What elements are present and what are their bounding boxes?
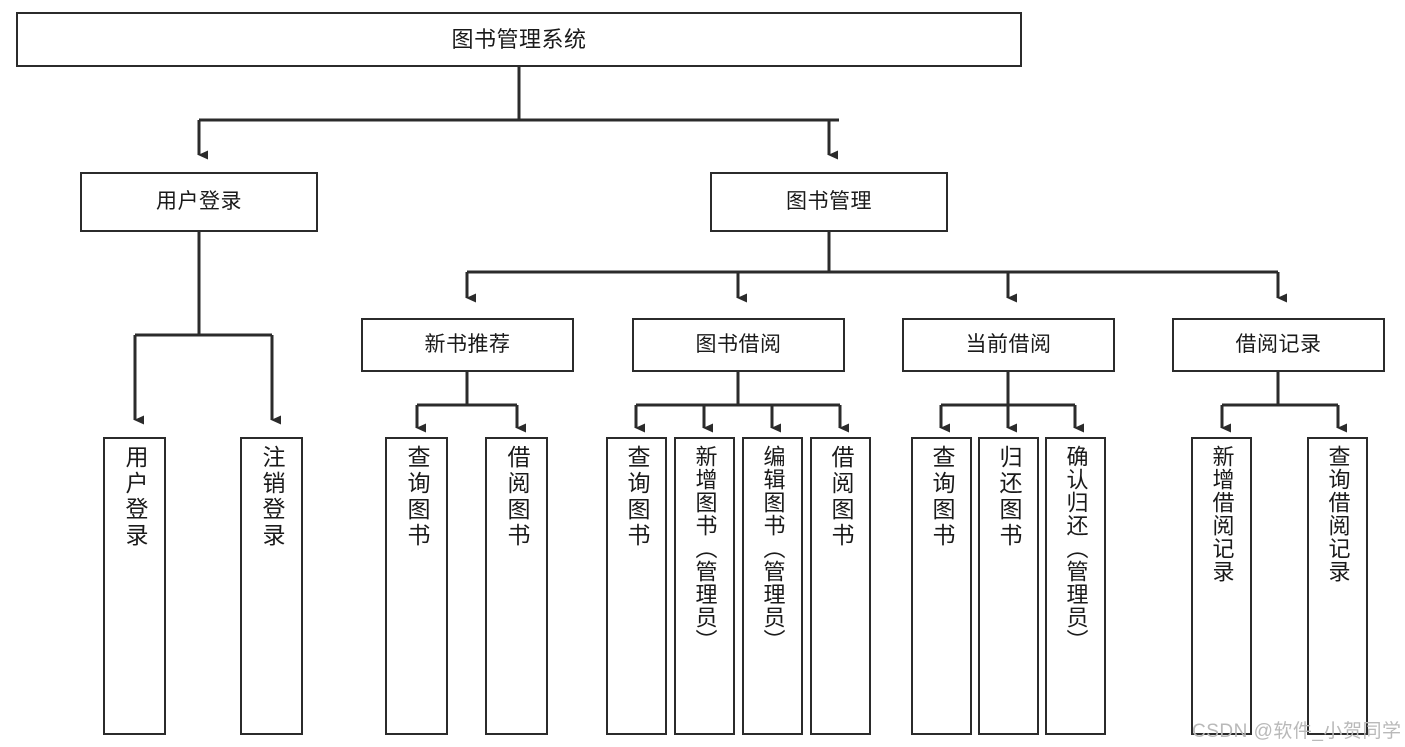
leaf-add-borrow-record[interactable]: 新增借阅记录 <box>1191 437 1252 735</box>
node-user-login[interactable]: 用户登录 <box>80 172 318 232</box>
leaf-return-book-label: 归还图书 <box>996 445 1022 549</box>
leaf-confirm-return[interactable]: 确认归还（管理员） <box>1045 437 1106 735</box>
leaf-logout-login-label: 注销登录 <box>259 445 285 549</box>
leaf-query-book-current-label: 查询图书 <box>929 445 955 549</box>
node-root-system[interactable]: 图书管理系统 <box>16 12 1022 67</box>
leaf-query-book-borrow[interactable]: 查询图书 <box>606 437 667 735</box>
leaf-edit-book-label: 编辑图书（管理员） <box>760 445 786 652</box>
leaf-add-book-label: 新增图书（管理员） <box>692 445 718 652</box>
leaf-query-borrow-record[interactable]: 查询借阅记录 <box>1307 437 1368 735</box>
leaf-query-book-borrow-label: 查询图书 <box>624 445 650 549</box>
leaf-borrow-book-recommend[interactable]: 借阅图书 <box>485 437 548 735</box>
leaf-add-book[interactable]: 新增图书（管理员） <box>674 437 735 735</box>
node-book-manage-label: 图书管理 <box>786 189 872 213</box>
leaf-borrow-book-borrow[interactable]: 借阅图书 <box>810 437 871 735</box>
node-current-borrow-label: 当前借阅 <box>965 332 1052 356</box>
node-root-system-label: 图书管理系统 <box>451 26 587 52</box>
leaf-logout-login[interactable]: 注销登录 <box>240 437 303 735</box>
node-current-borrow[interactable]: 当前借阅 <box>902 318 1115 372</box>
node-user-login-label: 用户登录 <box>156 189 242 213</box>
leaf-query-book-current[interactable]: 查询图书 <box>911 437 972 735</box>
leaf-borrow-book-borrow-label: 借阅图书 <box>828 445 854 549</box>
leaf-query-book-recommend-label: 查询图书 <box>404 445 430 549</box>
node-new-book-recommend-label: 新书推荐 <box>424 332 511 356</box>
leaf-confirm-return-label: 确认归还（管理员） <box>1063 445 1089 652</box>
leaf-user-login[interactable]: 用户登录 <box>103 437 166 735</box>
node-book-manage[interactable]: 图书管理 <box>710 172 948 232</box>
node-new-book-recommend[interactable]: 新书推荐 <box>361 318 574 372</box>
csdn-watermark: CSDN @软件_小贺同学 <box>1192 721 1402 742</box>
leaf-borrow-book-recommend-label: 借阅图书 <box>504 445 530 549</box>
leaf-edit-book[interactable]: 编辑图书（管理员） <box>742 437 803 735</box>
node-book-borrow-label: 图书借阅 <box>695 332 782 356</box>
node-book-borrow[interactable]: 图书借阅 <box>632 318 845 372</box>
node-borrow-record[interactable]: 借阅记录 <box>1172 318 1385 372</box>
leaf-return-book[interactable]: 归还图书 <box>978 437 1039 735</box>
leaf-query-book-recommend[interactable]: 查询图书 <box>385 437 448 735</box>
node-borrow-record-label: 借阅记录 <box>1235 332 1322 356</box>
leaf-add-borrow-record-label: 新增借阅记录 <box>1209 445 1235 583</box>
leaf-user-login-label: 用户登录 <box>122 445 148 549</box>
leaf-query-borrow-record-label: 查询借阅记录 <box>1325 445 1351 583</box>
